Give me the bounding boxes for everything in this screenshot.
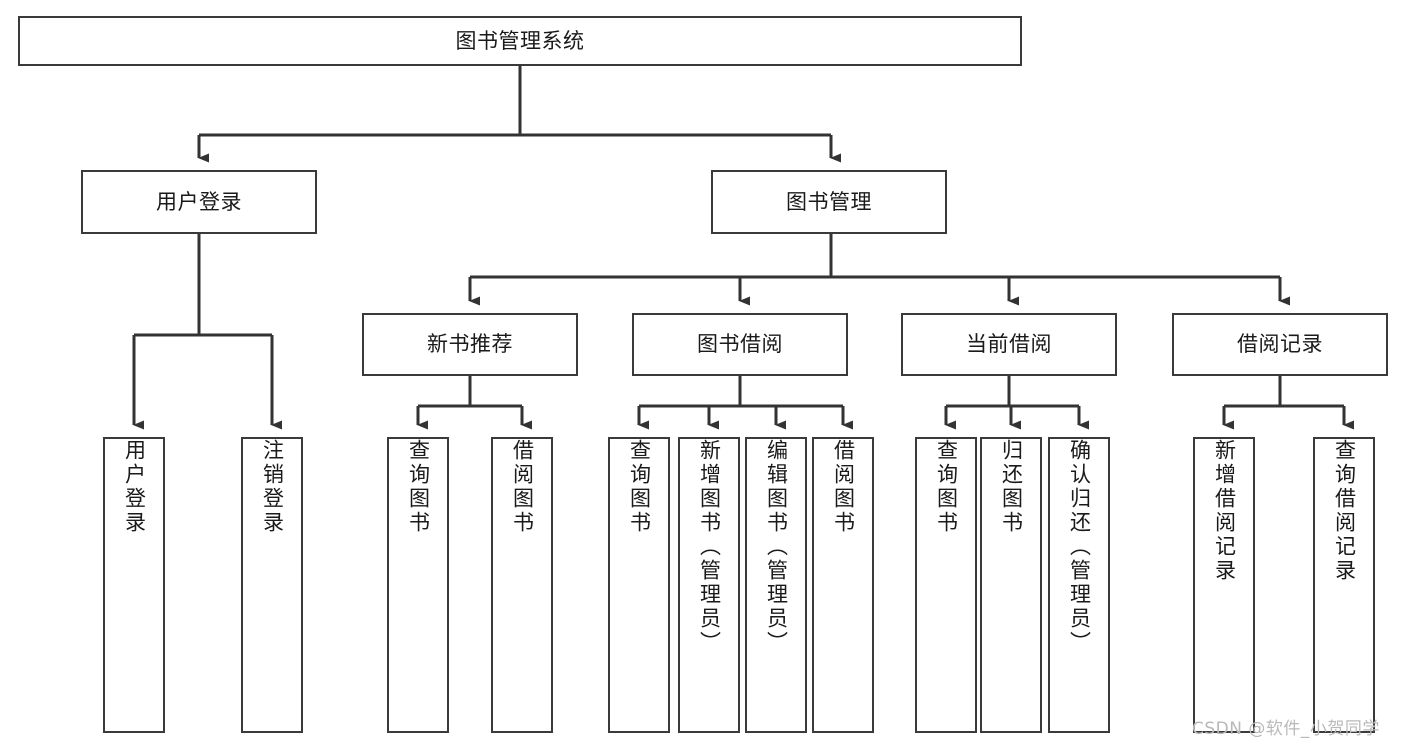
leaf-current-confirm-return-admin[interactable]: 确认归还（管理员） — [1048, 437, 1110, 733]
node-label: 借阅图书 — [831, 439, 856, 535]
leaf-borrow-borrow-book[interactable]: 借阅图书 — [812, 437, 874, 733]
node-label: 用户登录 — [156, 189, 242, 214]
node-label: 查询图书 — [406, 439, 431, 535]
node-label: 用户登录 — [122, 439, 147, 535]
leaf-record-add-record[interactable]: 新增借阅记录 — [1193, 437, 1255, 733]
node-label: 查询图书 — [934, 439, 959, 535]
node-user-login[interactable]: 用户登录 — [81, 170, 317, 234]
leaf-current-return-book[interactable]: 归还图书 — [980, 437, 1042, 733]
node-label: 图书管理系统 — [455, 28, 585, 53]
node-label: 确认归还（管理员） — [1067, 439, 1092, 655]
node-book-borrow[interactable]: 图书借阅 — [632, 313, 848, 376]
leaf-user-login-logout[interactable]: 注销登录 — [241, 437, 303, 733]
leaf-borrow-edit-book-admin[interactable]: 编辑图书（管理员） — [745, 437, 807, 733]
node-root-system[interactable]: 图书管理系统 — [18, 16, 1022, 66]
node-label: 归还图书 — [999, 439, 1024, 535]
node-label: 新增借阅记录 — [1212, 439, 1237, 583]
leaf-recommend-query-book[interactable]: 查询图书 — [387, 437, 449, 733]
node-new-book-recommend[interactable]: 新书推荐 — [362, 313, 578, 376]
node-label: 图书借阅 — [697, 332, 783, 357]
leaf-borrow-query-book[interactable]: 查询图书 — [608, 437, 670, 733]
node-label: 新增图书（管理员） — [697, 439, 722, 655]
leaf-current-query-book[interactable]: 查询图书 — [915, 437, 977, 733]
node-label: 编辑图书（管理员） — [764, 439, 789, 655]
node-book-management[interactable]: 图书管理 — [711, 170, 947, 234]
leaf-user-login-login[interactable]: 用户登录 — [103, 437, 165, 733]
leaf-recommend-borrow-book[interactable]: 借阅图书 — [491, 437, 553, 733]
leaf-borrow-add-book-admin[interactable]: 新增图书（管理员） — [678, 437, 740, 733]
node-label: 查询借阅记录 — [1332, 439, 1357, 583]
node-label: 借阅记录 — [1237, 332, 1323, 357]
node-label: 借阅图书 — [510, 439, 535, 535]
node-borrow-record[interactable]: 借阅记录 — [1172, 313, 1388, 376]
node-current-borrow[interactable]: 当前借阅 — [901, 313, 1117, 376]
node-label: 注销登录 — [260, 439, 285, 535]
node-label: 图书管理 — [786, 189, 872, 214]
node-label: 当前借阅 — [966, 332, 1052, 357]
node-label: 查询图书 — [627, 439, 652, 535]
node-label: 新书推荐 — [427, 332, 513, 357]
leaf-record-query-record[interactable]: 查询借阅记录 — [1313, 437, 1375, 733]
